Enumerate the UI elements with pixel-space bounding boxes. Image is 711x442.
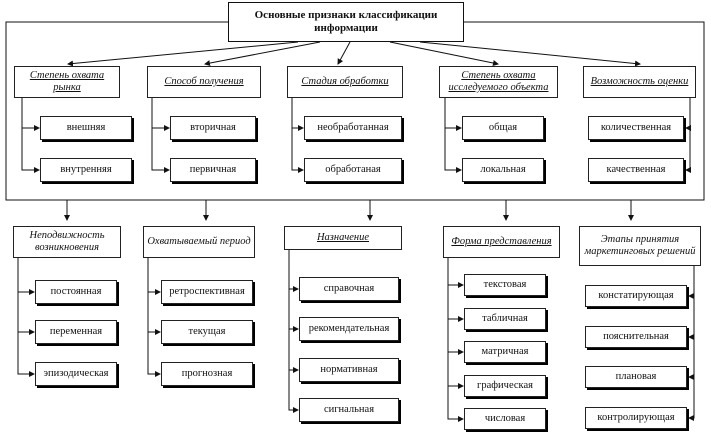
category-label: Стадия обработки [301,76,389,87]
leaf-label: графическая [477,380,533,391]
leaf-label: постоянная [50,286,102,297]
category-purpose: Назначение [284,226,402,250]
leaf-label: необработанная [317,122,389,133]
leaf-label: контролирующая [597,412,675,423]
leaf-box: табличная [464,308,546,330]
leaf-box: качественная [588,158,684,182]
leaf-box: матричная [464,341,546,363]
category-decision-stages: Этапы принятия маркетинговых решений [579,226,701,266]
leaf-box: числовая [464,408,546,430]
leaf-label: справочная [323,283,375,294]
leaf-box: внешняя [40,116,132,140]
leaf-box: постоянная [35,280,117,304]
leaf-label: переменная [49,326,103,337]
category-label: Назначение [316,232,370,243]
category-processing-stage: Стадия обработки [287,66,403,98]
category-label: Неподвижность возникновения [29,230,105,253]
leaf-box: графическая [464,375,546,397]
category-assessment-possibility: Возможность оценки [583,66,696,98]
leaf-box: локальная [462,158,544,182]
leaf-box: необработанная [304,116,402,140]
leaf-box: ретроспективная [161,280,253,304]
leaf-label: локальная [480,164,526,175]
root-node: Основные признаки классификации информац… [228,2,464,42]
category-acquisition-method: Способ получения [147,66,261,98]
leaf-box: эпизодическая [35,362,117,386]
leaf-box: текущая [161,320,253,344]
leaf-label: внешняя [66,122,106,133]
leaf-label: пояснительная [603,331,669,342]
leaf-box: текстовая [464,274,546,296]
leaf-label: текстовая [483,279,527,290]
leaf-box: переменная [35,320,117,344]
leaf-label: эпизодическая [43,368,109,379]
leaf-label: качественная [606,164,666,175]
leaf-box: плановая [585,366,687,388]
leaf-box: прогнозная [161,362,253,386]
leaf-box: нормативная [299,358,399,382]
leaf-box: обработаная [304,158,402,182]
category-object-coverage: Степень охвата исследуемого объекта [439,66,558,98]
leaf-box: внутренняя [40,158,132,182]
leaf-label: сигнальная [323,404,375,415]
leaf-label: табличная [482,313,528,324]
category-occurrence: Неподвижность возникновения [13,226,121,258]
leaf-label: обработаная [325,164,381,175]
leaf-label: матричная [481,346,529,357]
category-label: Способ получения [164,76,244,87]
category-market-coverage: Степень охвата рынка [14,66,120,98]
leaf-label: первичная [189,164,237,175]
leaf-label: ретроспективная [169,286,245,297]
category-label: Охватываемый период [147,236,251,247]
leaf-label: количественная [600,122,672,133]
leaf-label: вторичная [190,122,236,133]
leaf-label: числовая [484,413,526,424]
category-period: Охватываемый период [143,226,255,258]
leaf-label: внутренняя [60,164,112,175]
leaf-box: рекомендательная [299,317,399,341]
root-title: Основные признаки классификации информац… [254,9,438,34]
leaf-label: рекомендательная [308,323,390,334]
leaf-label: прогнозная [181,368,233,379]
leaf-box: первичная [170,158,256,182]
leaf-label: нормативная [320,364,378,375]
leaf-box: контролирующая [585,407,687,429]
leaf-box: общая [462,116,544,140]
leaf-box: пояснительная [585,326,687,348]
category-label: Степень охвата рынка [29,70,105,93]
leaf-label: текущая [188,326,226,337]
leaf-label: плановая [615,371,657,382]
leaf-label: констатирующая [598,290,674,301]
leaf-box: сигнальная [299,398,399,422]
category-label: Степень охвата исследуемого объекта [448,70,549,93]
category-label: Этапы принятия маркетинговых решений [584,234,696,257]
leaf-box: справочная [299,277,399,301]
leaf-box: количественная [588,116,684,140]
leaf-box: вторичная [170,116,256,140]
leaf-label: общая [488,122,518,133]
leaf-box: констатирующая [585,285,687,307]
category-label: Форма представления [451,236,552,247]
category-label: Возможность оценки [590,76,689,87]
category-representation-form: Форма представления [443,226,560,258]
